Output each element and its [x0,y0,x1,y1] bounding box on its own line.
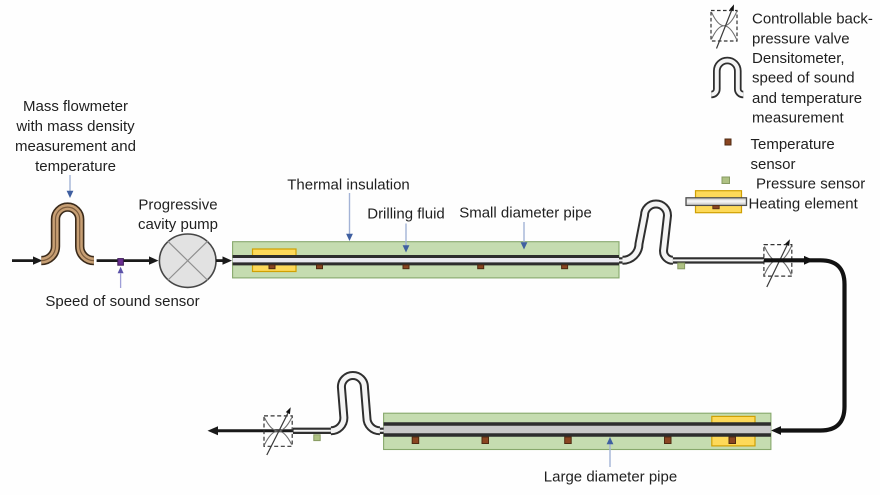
svg-text:Drilling fluid: Drilling fluid [367,206,445,223]
svg-text:cavity pump: cavity pump [138,216,218,233]
svg-text:sensor: sensor [751,156,796,173]
svg-text:Pressure sensor: Pressure sensor [756,176,865,193]
svg-text:Heating element: Heating element [749,195,859,212]
svg-text:speed of sound: speed of sound [752,70,855,87]
svg-text:Progressive: Progressive [138,197,217,214]
svg-text:temperature: temperature [35,158,116,175]
svg-text:pressure valve: pressure valve [752,31,850,48]
svg-text:Thermal insulation: Thermal insulation [287,177,410,194]
svg-text:and temperature: and temperature [752,90,862,107]
svg-text:with mass density: with mass density [15,118,135,135]
svg-text:Speed of sound sensor: Speed of sound sensor [45,293,199,310]
svg-text:Mass flowmeter: Mass flowmeter [23,98,128,115]
svg-text:Controllable back-: Controllable back- [752,11,873,28]
svg-text:Large diameter pipe: Large diameter pipe [544,469,677,486]
svg-text:Small diameter pipe: Small diameter pipe [459,205,592,222]
svg-text:Densitometer,: Densitometer, [752,50,845,67]
svg-text:measurement and: measurement and [15,138,136,155]
svg-text:Temperature: Temperature [751,136,835,153]
svg-text:measurement: measurement [752,110,845,127]
